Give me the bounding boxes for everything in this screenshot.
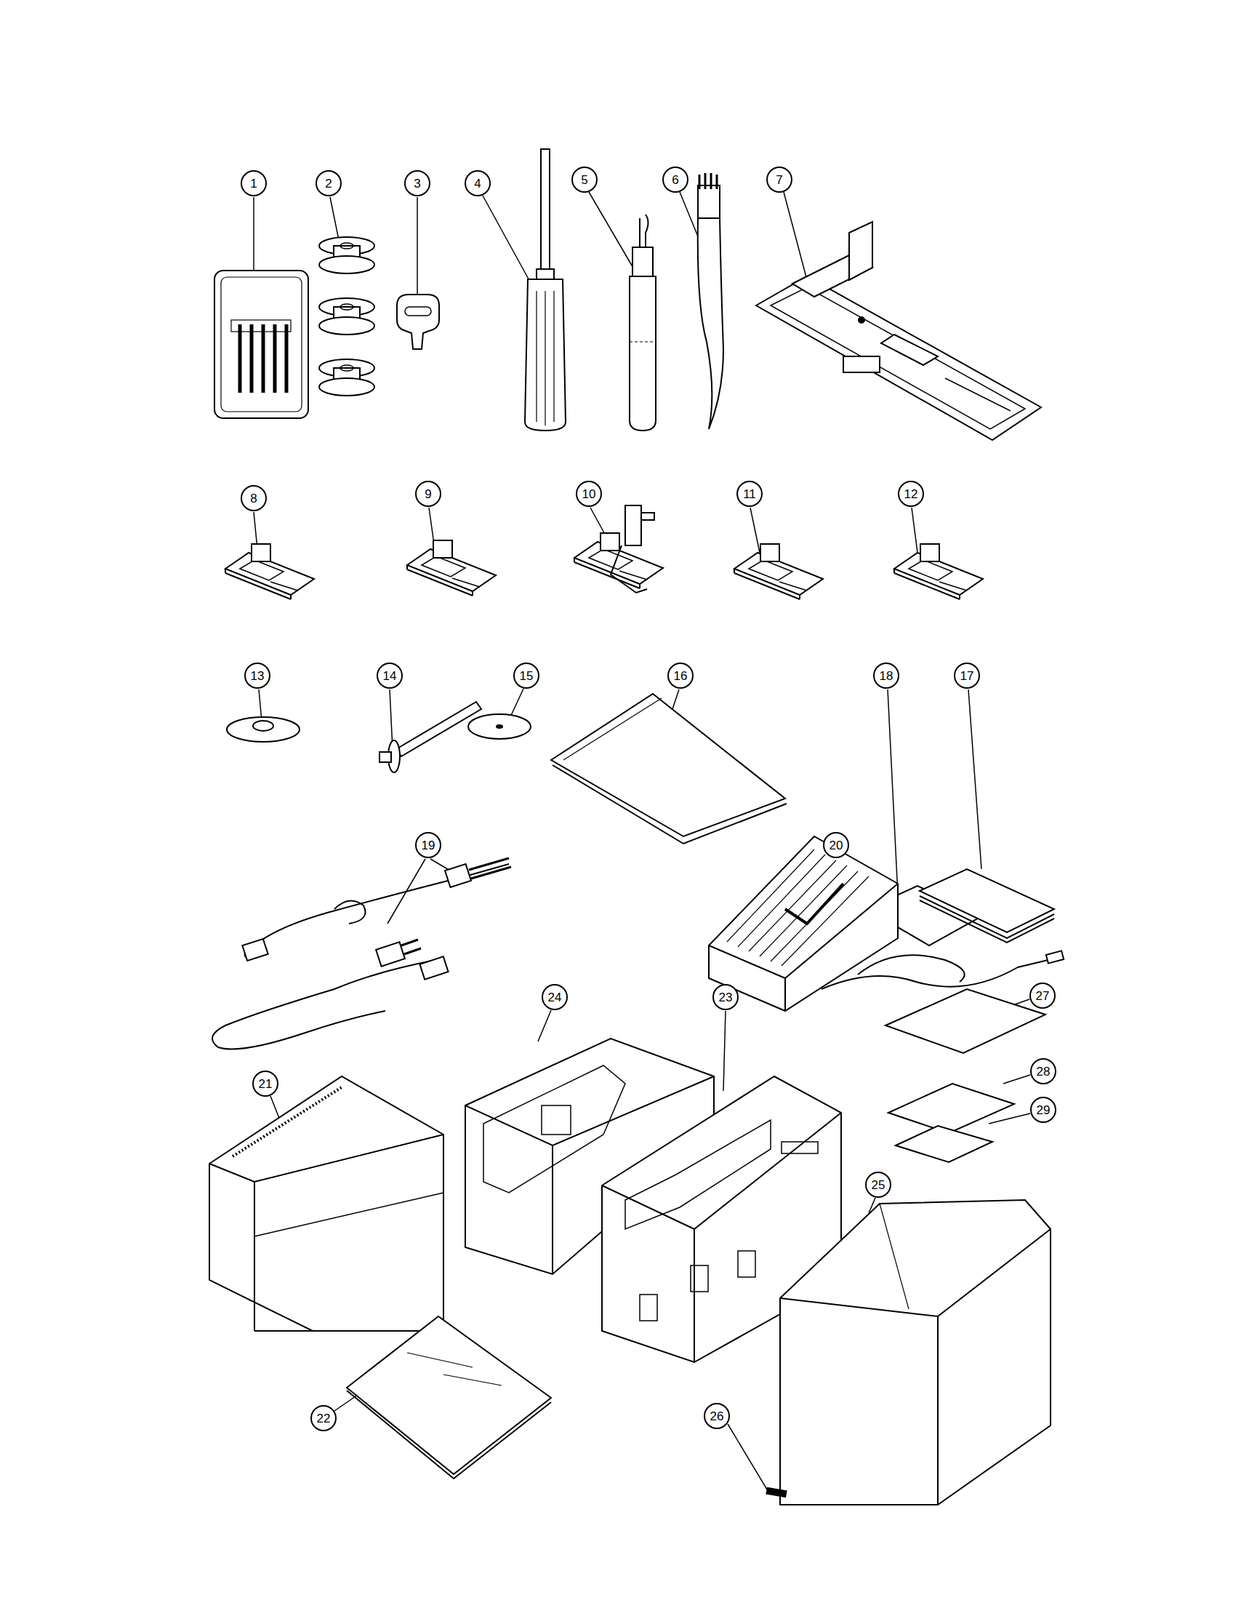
callout-circle: 4 (464, 170, 491, 197)
callout-circle: 28 (1030, 1057, 1057, 1084)
callout-number: 21 (258, 1077, 273, 1090)
callout-number: 4 (474, 177, 481, 190)
callout-circle: 6 (662, 166, 689, 193)
callout-circle: 5 (571, 166, 598, 193)
callout-circle: 12 (897, 480, 925, 507)
callout-circle: 10 (575, 480, 602, 507)
callout-circle: 2 (315, 170, 342, 197)
callout-number: 23 (719, 990, 733, 1004)
callout-number: 10 (582, 487, 597, 501)
callout-number: 6 (671, 173, 679, 187)
callout-circle: 25 (865, 1171, 892, 1198)
callout-circle: 8 (240, 484, 267, 512)
callout-number: 14 (383, 669, 397, 682)
callout-circle: 17 (953, 662, 981, 689)
callout-circle: 26 (703, 1402, 730, 1429)
callout-number: 17 (960, 669, 975, 682)
callout-number: 18 (879, 669, 894, 682)
callout-circle: 13 (244, 662, 271, 689)
callout-number: 29 (1036, 1103, 1051, 1116)
callout-number: 7 (775, 173, 783, 187)
callout-circle: 20 (822, 831, 850, 858)
callout-number: 3 (413, 177, 421, 190)
callout-circle: 22 (310, 1404, 337, 1431)
callout-circle: 29 (1030, 1096, 1057, 1123)
callout-circle: 18 (873, 662, 900, 689)
callout-number: 12 (904, 487, 919, 501)
callout-circle: 19 (415, 831, 442, 858)
callout-circle: 16 (667, 662, 694, 689)
callout-circle: 15 (513, 662, 540, 689)
callout-circle: 24 (541, 983, 568, 1010)
callout-number: 8 (250, 492, 257, 505)
callout-number: 22 (316, 1411, 331, 1425)
callout-number: 2 (324, 177, 332, 190)
callout-number: 13 (250, 669, 265, 682)
callout-number: 26 (710, 1409, 725, 1423)
callout-number: 24 (548, 990, 562, 1004)
callout-number: 16 (673, 669, 688, 682)
callout-circle: 7 (766, 166, 793, 193)
callout-circle: 21 (252, 1070, 279, 1097)
callout-number: 11 (742, 487, 757, 501)
callout-circle: 23 (712, 983, 739, 1010)
callout-circle: 11 (736, 480, 763, 507)
callout-number: 25 (871, 1178, 886, 1191)
callout-circle: 3 (404, 170, 431, 197)
callout-circle: 9 (415, 480, 442, 507)
callout-number: 19 (421, 838, 436, 852)
callout-number: 1 (250, 177, 257, 190)
callout-number: 20 (829, 838, 844, 852)
callout-number: 28 (1036, 1065, 1051, 1078)
callout-number: 9 (424, 487, 432, 501)
callout-circle: 27 (1029, 982, 1056, 1009)
callout-number: 15 (519, 669, 534, 682)
callout-circle: 14 (376, 662, 403, 689)
callout-circle: 1 (240, 170, 267, 197)
callout-number: 27 (1035, 989, 1050, 1002)
callout-number: 5 (580, 173, 588, 187)
